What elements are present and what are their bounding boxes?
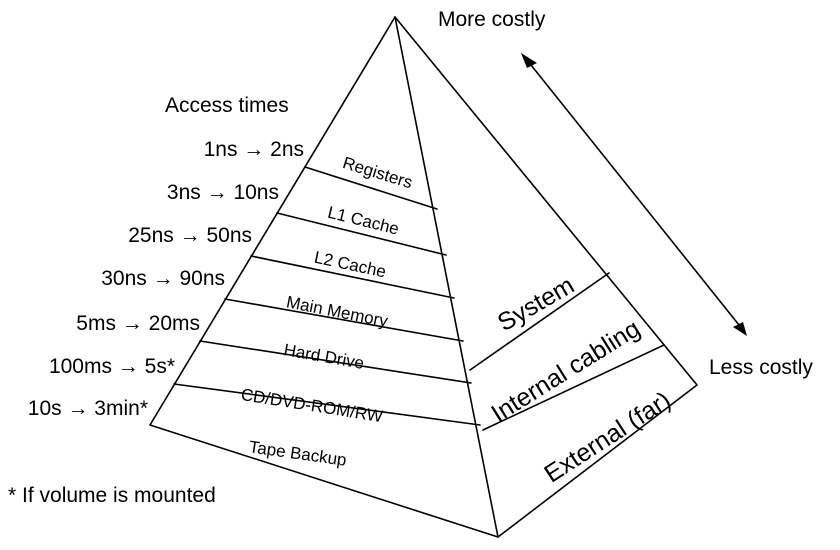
layer-divider-registers [304, 166, 438, 210]
access-time-tape-backup: 10s → 3min* [28, 397, 148, 420]
layer-divider-l1 [276, 212, 447, 256]
access-times-column: 1ns → 2ns 3ns → 10ns 25ns → 50ns 30ns → … [28, 138, 304, 420]
more-costly-label: More costly [438, 8, 546, 31]
layer-divider-l2 [250, 255, 455, 299]
cost-arrow-shaft [526, 59, 744, 331]
side-label-external-far: External (far) [539, 386, 675, 488]
access-time-hard-drive: 5ms → 20ms [76, 312, 200, 335]
access-time-l1-cache: 3ns → 10ns [167, 181, 279, 204]
layer-name-registers: Registers [340, 153, 414, 192]
layer-name-tape-backup: Tape Backup [248, 437, 348, 469]
layer-name-cd-dvd: CD/DVD-ROM/RW [240, 385, 384, 426]
footnote: * If volume is mounted [8, 484, 216, 507]
side-divider-internal [482, 344, 665, 431]
side-divider-system [469, 272, 610, 371]
access-time-registers: 1ns → 2ns [204, 138, 304, 161]
access-time-cd-dvd: 100ms → 5s* [49, 355, 175, 378]
side-layer-names: System Internal cabling External (far) [486, 271, 675, 488]
access-times-heading: Access times [165, 94, 289, 117]
cost-arrow [521, 53, 747, 336]
layer-name-hard-drive: Hard Drive [282, 340, 365, 373]
layer-divider-hard-drive [199, 340, 472, 384]
layer-name-main-memory: Main Memory [285, 292, 390, 330]
pyramid-front-edge [394, 16, 499, 538]
less-costly-label: Less costly [709, 356, 813, 379]
right-face-dividers [469, 272, 665, 431]
left-face-dividers [173, 166, 481, 426]
layer-divider-main-memory [224, 298, 464, 342]
access-time-l2-cache: 25ns → 50ns [128, 224, 252, 247]
access-time-main-memory: 30ns → 90ns [101, 267, 225, 290]
pyramid-left-edge [149, 16, 499, 538]
cost-arrow-head-down [733, 322, 747, 336]
layer-name-l1-cache: L1 Cache [326, 203, 401, 239]
cost-arrow-head-up [521, 53, 537, 68]
pyramid-right-edge [394, 16, 698, 538]
side-label-system: System [493, 271, 579, 337]
layer-divider-cd [173, 383, 481, 426]
